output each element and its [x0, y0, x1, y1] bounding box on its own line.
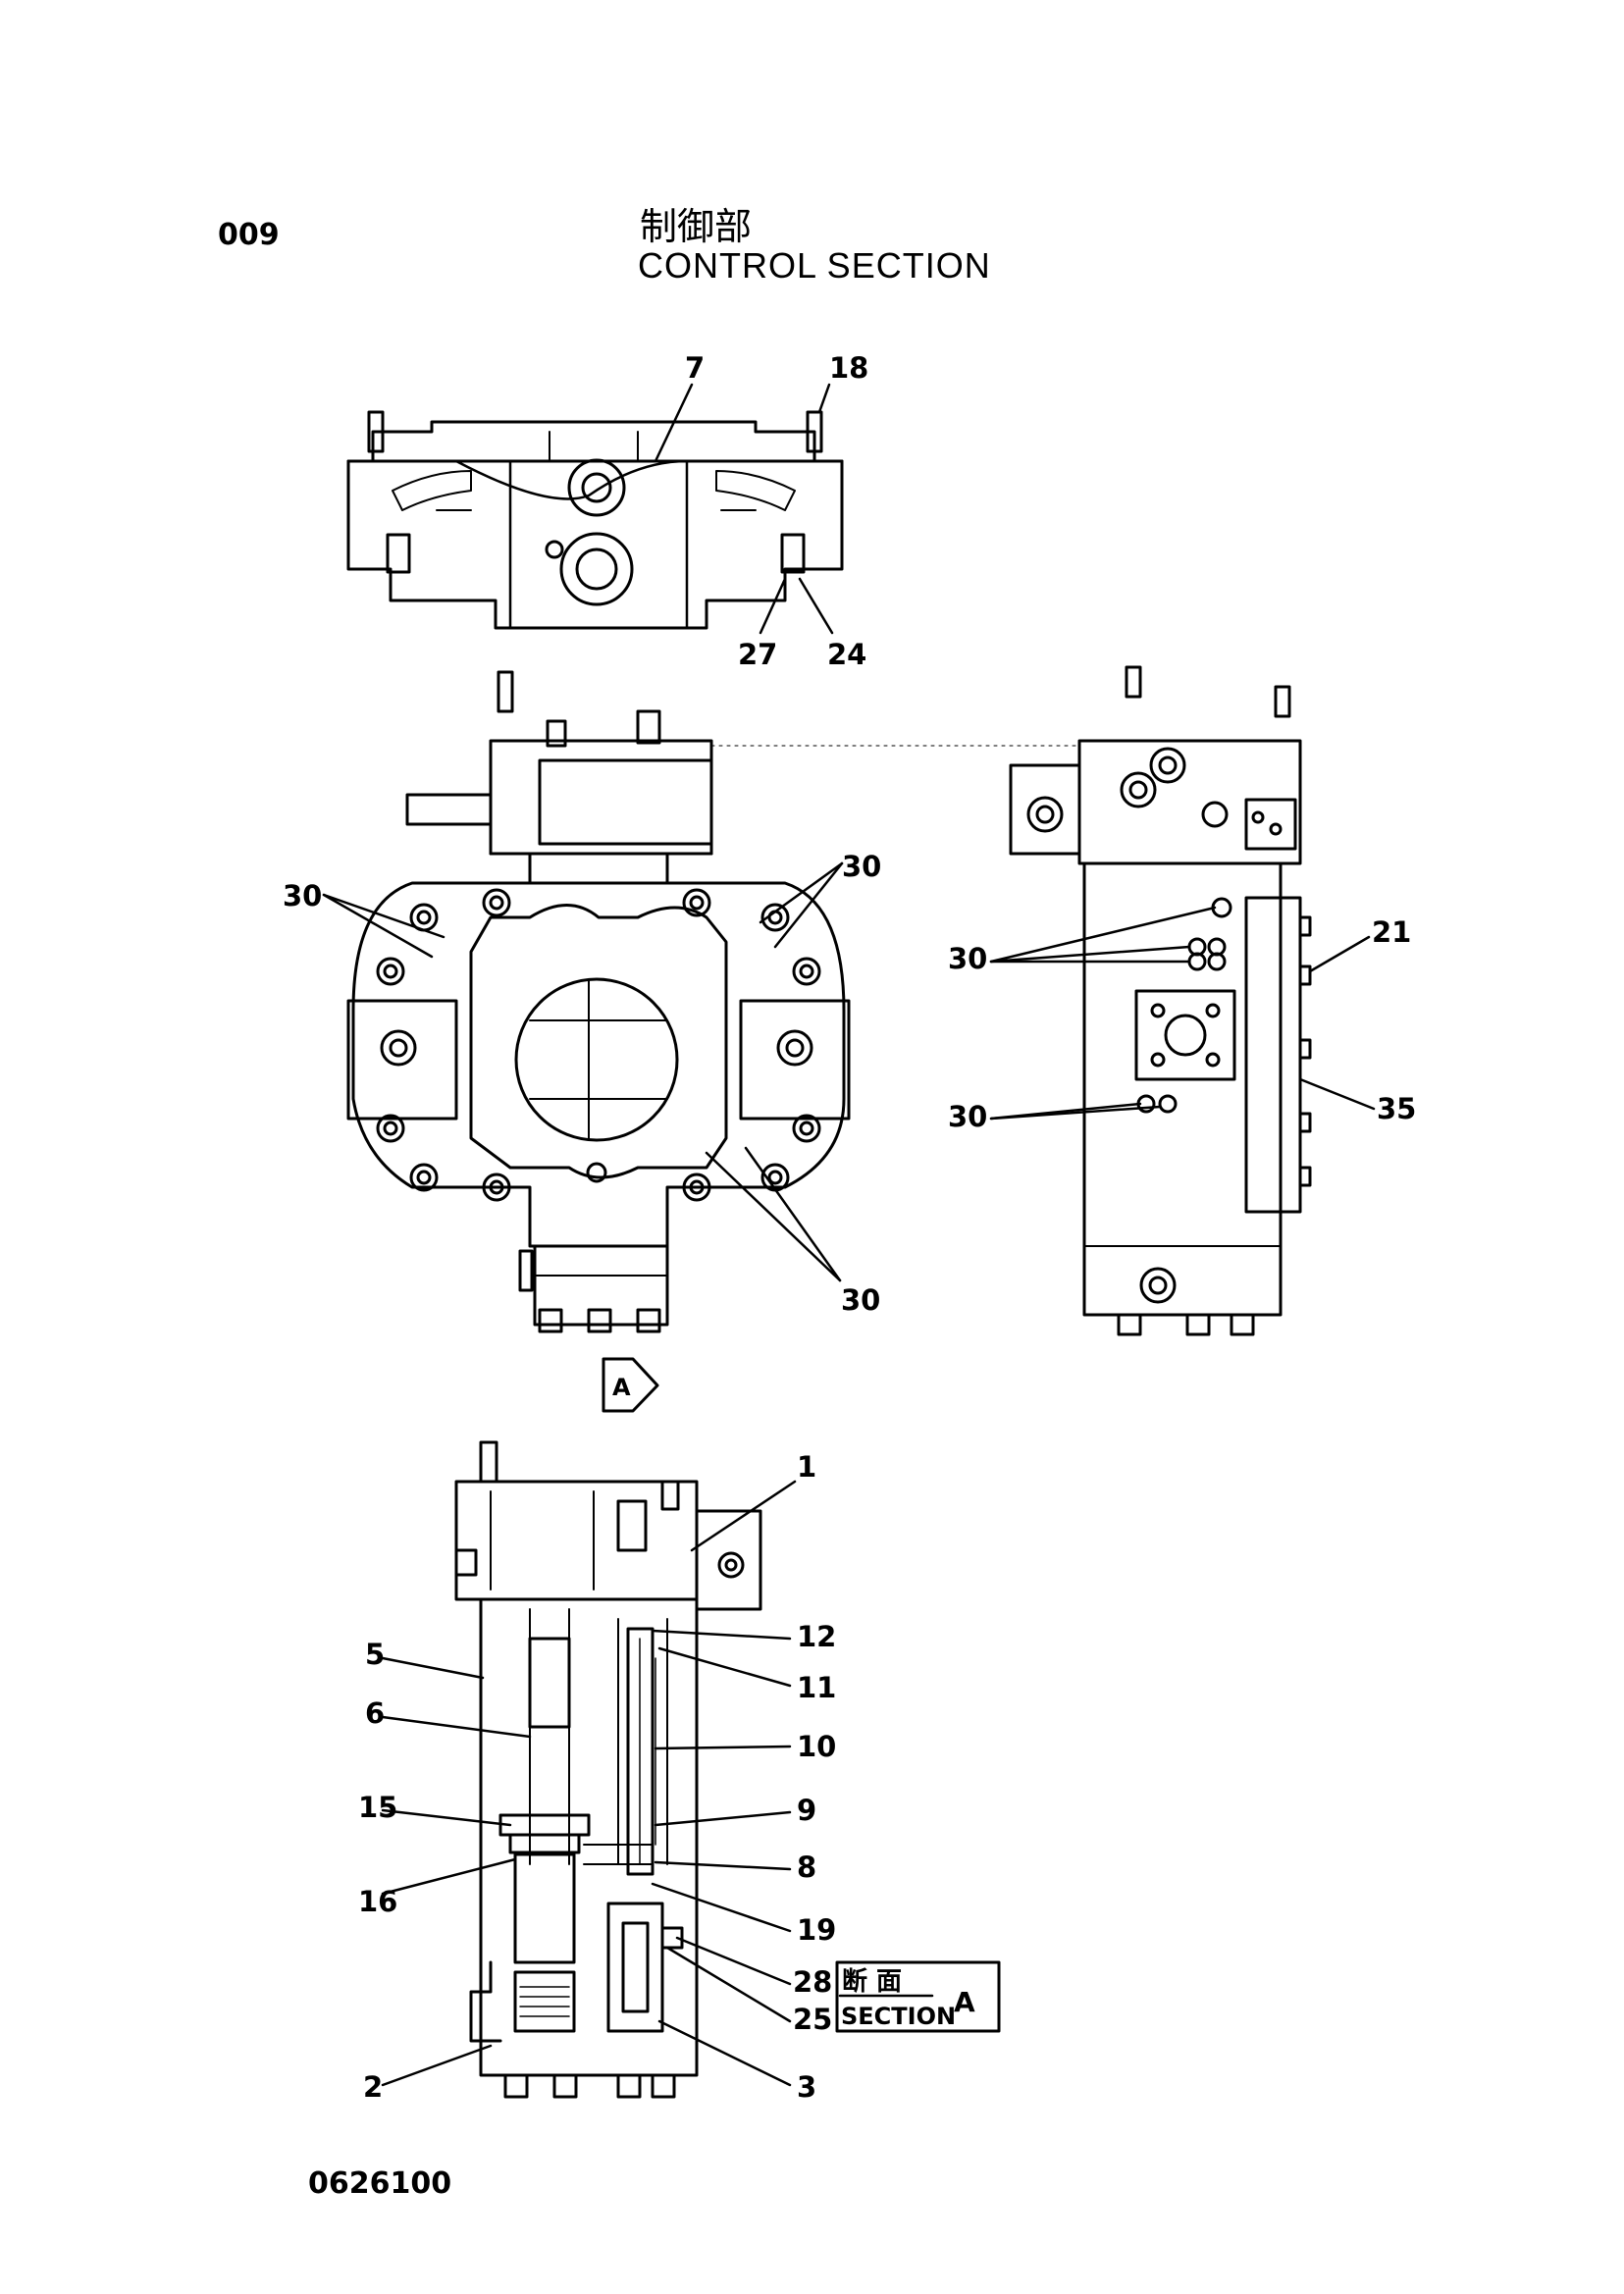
callout-9: 9: [797, 1794, 816, 1827]
title-japanese: 制御部: [640, 205, 753, 248]
front-view-leaders: [322, 861, 844, 1282]
top-view: [346, 410, 844, 630]
callout-15: 15: [358, 1791, 397, 1824]
callout-30-front-right: 30: [842, 850, 881, 883]
section-label-en: SECTION: [841, 2003, 956, 2030]
callout-19: 19: [797, 1913, 836, 1947]
callout-16: 16: [358, 1885, 397, 1918]
side-view-leaders: [989, 906, 1376, 1121]
callout-1: 1: [797, 1450, 816, 1484]
callout-6: 6: [365, 1696, 385, 1730]
callout-30-front-bottom: 30: [841, 1283, 880, 1317]
callout-28: 28: [793, 1965, 832, 1999]
callout-27: 27: [738, 638, 777, 671]
callout-11: 11: [797, 1671, 836, 1704]
section-arrow-label: A: [612, 1374, 631, 1401]
document-number: 0626100: [308, 2166, 452, 2201]
page-number: 009: [218, 218, 280, 252]
title-english: CONTROL SECTION: [638, 245, 991, 286]
callout-10: 10: [797, 1730, 836, 1763]
callout-30-side-lower: 30: [948, 1100, 987, 1133]
section-label-box: [835, 1960, 1001, 2033]
callout-35: 35: [1377, 1092, 1416, 1125]
callout-24: 24: [827, 638, 866, 671]
callout-7: 7: [685, 351, 705, 385]
section-a-view: [454, 1440, 762, 2099]
section-a-arrow: [602, 1357, 659, 1413]
callout-30-front-left: 30: [283, 879, 322, 912]
callout-5: 5: [365, 1638, 385, 1671]
front-view: [346, 670, 851, 1333]
top-view-leaders: [654, 383, 834, 635]
section-label-jp: 断 面: [842, 1966, 902, 1997]
side-view: [1009, 665, 1312, 1336]
callout-3: 3: [797, 2070, 816, 2104]
callout-8: 8: [797, 1851, 816, 1884]
callout-2: 2: [363, 2070, 383, 2104]
callout-12: 12: [797, 1620, 836, 1653]
callout-18: 18: [829, 351, 868, 385]
section-a-leaders: [381, 1480, 797, 2087]
callout-30-side-upper: 30: [948, 942, 987, 975]
callout-25: 25: [793, 2003, 832, 2036]
section-label-letter: A: [954, 1986, 975, 2018]
callout-21: 21: [1372, 915, 1411, 949]
